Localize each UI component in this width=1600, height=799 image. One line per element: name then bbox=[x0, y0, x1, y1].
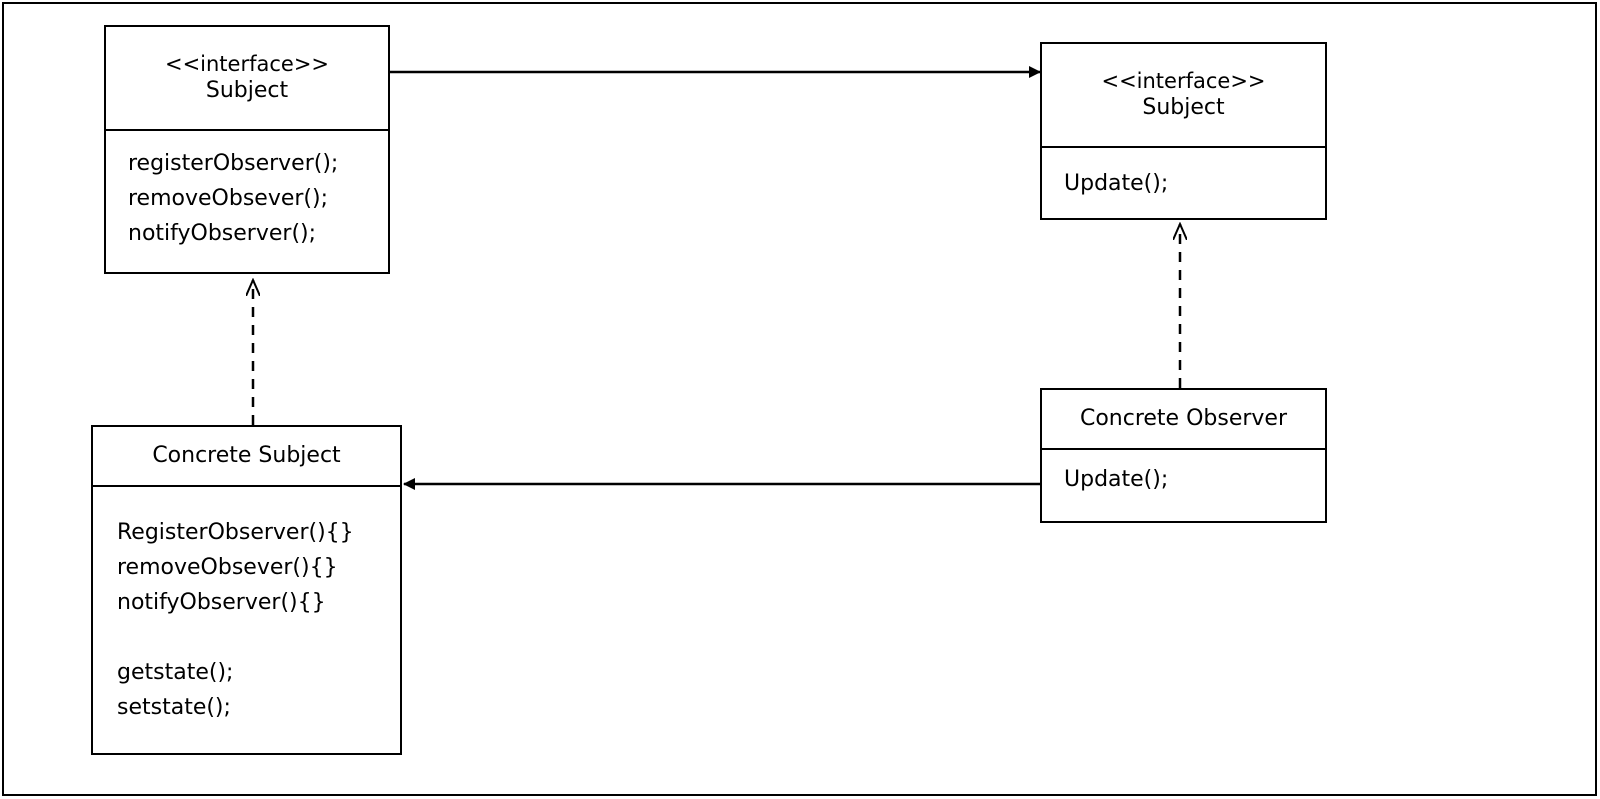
subject-interface-box: <<interface>> Subject registerObserver()… bbox=[104, 25, 390, 274]
method-item: notifyObserver(){} bbox=[117, 590, 326, 615]
concrete-subject-box: Concrete Subject RegisterObserver(){} re… bbox=[91, 425, 402, 755]
subject-interface-name: Subject bbox=[205, 78, 289, 103]
subject-interface-stereotype: <<interface>> bbox=[164, 52, 330, 76]
method-item: setstate(); bbox=[117, 695, 231, 720]
observer-interface-header: <<interface>> Subject bbox=[1042, 44, 1325, 148]
method-item: registerObserver(); bbox=[128, 151, 339, 176]
concrete-observer-methods: Update(); bbox=[1042, 450, 1325, 497]
concrete-subject-name: Concrete Subject bbox=[152, 443, 341, 468]
concrete-observer-box: Concrete Observer Update(); bbox=[1040, 388, 1327, 523]
subject-interface-header: <<interface>> Subject bbox=[106, 27, 388, 131]
method-item: Update(); bbox=[1064, 171, 1169, 196]
method-item: removeObsever(){} bbox=[117, 555, 338, 580]
method-item: RegisterObserver(){} bbox=[117, 520, 354, 545]
observer-interface-name: Subject bbox=[1142, 95, 1225, 120]
observer-interface-methods: Update(); bbox=[1042, 148, 1325, 201]
method-item: Update(); bbox=[1064, 467, 1169, 492]
method-item: notifyObserver(); bbox=[128, 221, 317, 246]
concrete-subject-header: Concrete Subject bbox=[93, 427, 400, 487]
observer-interface-stereotype: <<interface>> bbox=[1101, 69, 1266, 93]
concrete-observer-name: Concrete Observer bbox=[1079, 406, 1288, 431]
method-item: removeObsever(); bbox=[128, 186, 328, 211]
concrete-subject-methods: RegisterObserver(){} removeObsever(){} n… bbox=[93, 487, 400, 725]
subject-interface-methods: registerObserver(); removeObsever(); not… bbox=[106, 131, 388, 251]
observer-interface-box: <<interface>> Subject Update(); bbox=[1040, 42, 1327, 220]
concrete-observer-header: Concrete Observer bbox=[1042, 390, 1325, 450]
method-item: getstate(); bbox=[117, 660, 234, 685]
